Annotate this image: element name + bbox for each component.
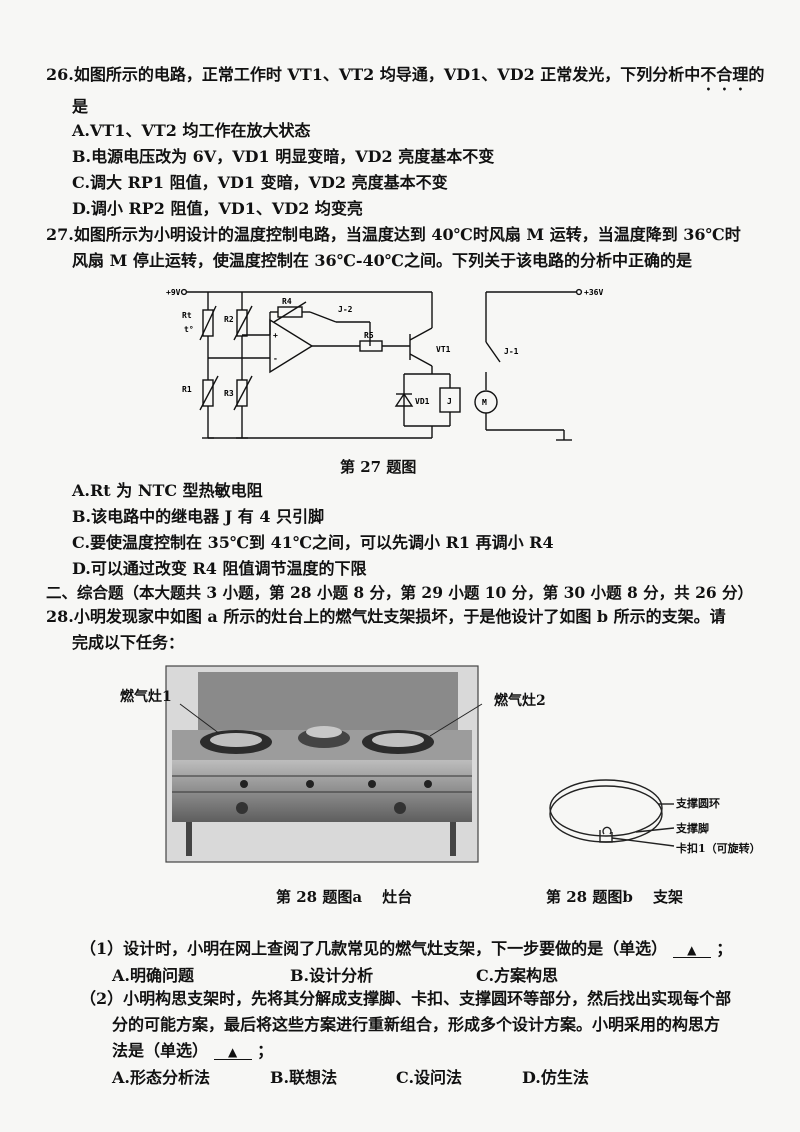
q28-sub2-answer-blank[interactable]: ▲ bbox=[213, 1045, 252, 1060]
label-burner-1: 燃气灶1 bbox=[120, 689, 172, 705]
q27-circuit-diagram: +9V +36V Rt t° R1 R2 R3 R4 R5 J-2 VT1 VD… bbox=[166, 288, 603, 441]
label-j2: J-2 bbox=[338, 305, 353, 314]
q26-stem-line2: 是 bbox=[72, 97, 89, 116]
q28-sub2-option-c: C.设问法 bbox=[396, 1068, 463, 1087]
q26-stem-part1: 26.如图所示的电路，正常工作时 VT1、VT2 均导通，VD1、VD2 正常发… bbox=[46, 65, 701, 84]
q28-sub1-line: （1）设计时，小明在网上查阅了几款常见的燃气灶支架，下一步要做的是（单选） ▲ … bbox=[80, 938, 732, 960]
q28-sub2-line1: （2）小明构思支架时，先将其分解成支撑脚、卡扣、支撑圆环等部分，然后找出实现每个… bbox=[80, 989, 732, 1008]
q27-figure-caption: 第 27 题图 bbox=[340, 458, 417, 476]
label-m: M bbox=[482, 398, 487, 407]
q26-option-a: A.VT1、VT2 均工作在放大状态 bbox=[72, 121, 311, 140]
q27-stem-line2: 风扇 M 停止运转，使温度控制在 36℃-40℃之间。下列关于该电路的分析中正确… bbox=[72, 251, 692, 270]
q28-figure-b-support bbox=[549, 779, 675, 847]
label-r4: R4 bbox=[282, 297, 292, 306]
q28-sub1-text: （1）设计时，小明在网上查阅了几款常见的燃气灶支架，下一步要做的是（单选） bbox=[80, 939, 668, 958]
q28-sub2-text: 法是（单选） bbox=[112, 1041, 209, 1060]
label-9v: +9V bbox=[166, 288, 181, 297]
label-j1: J-1 bbox=[504, 347, 519, 356]
q26-stem-part3: 的 bbox=[748, 65, 765, 84]
label-clip-1: 卡扣1（可旋转） bbox=[676, 842, 761, 855]
q28-stem-line1: 28.小明发现家中如图 a 所示的灶台上的燃气灶支架损坏，于是他设计了如图 b … bbox=[46, 607, 726, 626]
label-r3: R3 bbox=[224, 389, 234, 398]
q27-stem-line1: 27.如图所示为小明设计的温度控制电路，当温度达到 40℃时风扇 M 运转，当温… bbox=[46, 225, 741, 244]
q28-sub1-option-a: A.明确问题 bbox=[112, 966, 194, 985]
q28-sub2-end: ； bbox=[257, 1041, 274, 1060]
q28-caption-b: 第 28 题图b 支架 bbox=[546, 888, 684, 906]
label-rt: Rt bbox=[182, 311, 192, 320]
label-r5: R5 bbox=[364, 331, 374, 340]
q28-sub1-answer-blank[interactable]: ▲ bbox=[672, 943, 711, 958]
q28-sub2-line3: 法是（单选） ▲ ； bbox=[112, 1040, 273, 1062]
label-minus: - bbox=[273, 354, 278, 363]
q27-option-d: D.可以通过改变 R4 阻值调节温度的下限 bbox=[72, 559, 367, 578]
label-r1: R1 bbox=[182, 385, 192, 394]
q26-emphasis: 不合理 bbox=[700, 65, 749, 84]
section-2-heading: 二、综合题（本大题共 3 小题，第 28 小题 8 分，第 29 小题 10 分… bbox=[46, 583, 754, 602]
q28-caption-a: 第 28 题图a 灶台 bbox=[276, 888, 413, 906]
q28-sub1-option-c: C.方案构思 bbox=[476, 966, 559, 985]
q27-option-b: B.该电路中的继电器 J 有 4 只引脚 bbox=[72, 507, 325, 526]
q26-stem-line1: 26.如图所示的电路，正常工作时 VT1、VT2 均导通，VD1、VD2 正常发… bbox=[46, 64, 764, 94]
q27-option-c: C.要使温度控制在 35℃到 41℃之间，可以先调小 R1 再调小 R4 bbox=[72, 533, 554, 552]
label-r2: R2 bbox=[224, 315, 234, 324]
q28-sub2-option-a: A.形态分析法 bbox=[112, 1068, 210, 1087]
q28-stem-line2: 完成以下任务： bbox=[72, 633, 185, 652]
q28-sub1-option-b: B.设计分析 bbox=[290, 966, 374, 985]
q28-sub2-line2: 分的可能方案，最后将这些方案进行重新组合，形成多个设计方案。小明采用的构思方 bbox=[112, 1015, 721, 1034]
label-j: J bbox=[447, 397, 452, 406]
q28-sub1-end: ； bbox=[716, 939, 733, 958]
q26-option-d: D.调小 RP2 阻值，VD1、VD2 均变亮 bbox=[72, 199, 363, 218]
q27-option-a: A.Rt 为 NTC 型热敏电阻 bbox=[72, 481, 263, 500]
label-burner-2: 燃气灶2 bbox=[494, 693, 546, 709]
q28-figure-a-stove bbox=[165, 665, 483, 863]
q26-option-c: C.调大 RP1 阻值，VD1 变暗，VD2 亮度基本不变 bbox=[72, 173, 448, 192]
label-t: t° bbox=[184, 325, 194, 334]
label-support-foot: 支撑脚 bbox=[676, 822, 709, 835]
label-plus: + bbox=[273, 331, 278, 340]
label-support-ring: 支撑圆环 bbox=[676, 797, 720, 810]
label-vt1: VT1 bbox=[436, 345, 451, 354]
label-36v: +36V bbox=[584, 288, 603, 297]
q26-option-b: B.电源电压改为 6V，VD1 明显变暗，VD2 亮度基本不变 bbox=[72, 147, 495, 166]
q28-sub2-option-b: B.联想法 bbox=[270, 1068, 338, 1087]
q28-sub2-option-d: D.仿生法 bbox=[522, 1068, 589, 1087]
label-vd1: VD1 bbox=[415, 397, 430, 406]
